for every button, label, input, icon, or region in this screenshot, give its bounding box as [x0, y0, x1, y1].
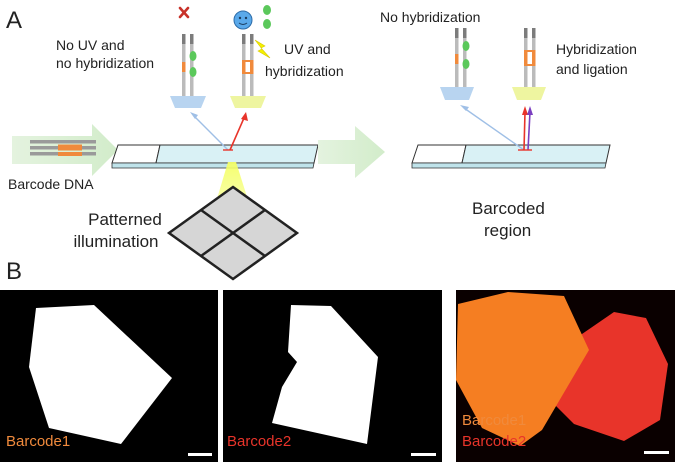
- uv-label-line2: hybridization: [265, 63, 344, 79]
- uv-label-line1: UV and: [284, 41, 331, 57]
- barcode2-caption: Barcode2: [227, 433, 291, 450]
- barcode-dna-strands: [30, 140, 96, 156]
- process-arrow: [318, 126, 385, 178]
- barcode-input-arrow: [12, 124, 118, 176]
- merged-caption-barcode1: Barcode1: [462, 412, 526, 429]
- barcode2-image: Barcode2: [223, 290, 442, 462]
- cross-mark-icon: [178, 6, 190, 19]
- merged-image: Barcode1 Barcode2: [456, 290, 675, 462]
- barcode1-region: [29, 305, 172, 444]
- no-hybridization-label: No hybridization: [380, 9, 480, 25]
- light-arrows-right: [460, 105, 533, 151]
- scale-bar: [188, 453, 212, 456]
- no-uv-label-line1: No UV and: [56, 37, 124, 53]
- panel-a-label: A: [6, 7, 22, 34]
- panel-b-label: B: [6, 258, 22, 285]
- barcoded-region-line2: region: [484, 221, 531, 240]
- free-oligo-green: [263, 5, 271, 15]
- patterned-label-line2: illumination: [73, 232, 158, 251]
- hybridization-label-line1: Hybridization: [556, 41, 637, 57]
- lightning-bolt-icon: [254, 39, 271, 59]
- barcode1-fluorescence: [456, 292, 589, 446]
- barcode-dna-label: Barcode DNA: [8, 176, 94, 192]
- patterned-mask-grid: [166, 185, 300, 281]
- free-oligo-green: [263, 19, 271, 29]
- probe-no-uv: [170, 34, 206, 108]
- barcode1-caption: Barcode1: [6, 433, 70, 450]
- probe-hybridization-ligation: [512, 28, 546, 100]
- scale-bar: [644, 451, 669, 454]
- probe-no-hybridization: [440, 28, 474, 100]
- merged-caption-barcode2: Barcode2: [462, 433, 526, 450]
- probe-uv: [230, 34, 266, 108]
- slide-right: [411, 144, 611, 169]
- no-uv-label-line2: no hybridization: [56, 55, 154, 71]
- barcoded-region-line1: Barcoded: [472, 199, 545, 218]
- light-arrows-left: [190, 112, 248, 151]
- hybridization-label-line2: and ligation: [556, 61, 628, 77]
- smiley-face-icon: [233, 10, 253, 30]
- barcode2-region: [272, 305, 378, 444]
- barcode1-image: Barcode1: [0, 290, 218, 462]
- scale-bar: [411, 453, 436, 456]
- patterned-label-line1: Patterned: [88, 210, 162, 229]
- slide-left: [111, 144, 319, 169]
